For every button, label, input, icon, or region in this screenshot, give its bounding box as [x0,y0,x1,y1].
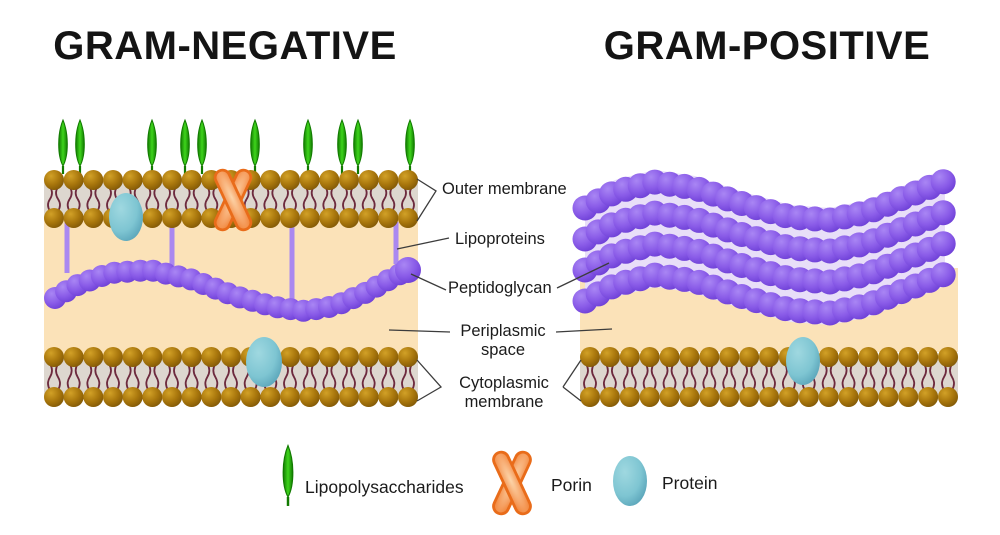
cytoplasmic-membrane-label-line2: membrane [465,393,544,411]
leader-cytoplasmic-right-bottom [563,387,581,401]
gram-positive-diagram [573,169,959,407]
legend-item-porin: Porin [491,450,592,517]
protein-icon [613,456,647,506]
gram-negative-diagram [44,120,421,407]
lipopolysaccharides-gn [59,120,415,174]
leader-cytoplasmic-left [417,360,441,401]
legend-label-porin: Porin [551,475,592,495]
periplasmic-space-label-line1: Periplasmic [460,322,545,340]
legend: Lipopolysaccharides Porin Protein [283,445,717,516]
gram-negative-title: GRAM-NEGATIVE [25,24,425,69]
lipoproteins-label: Lipoproteins [455,230,545,248]
legend-label-protein: Protein [662,473,717,493]
legend-label-lipopolysaccharides: Lipopolysaccharides [305,477,464,497]
protein-gn-cytoplasmic [246,337,282,387]
periplasmic-space-label-line2: space [481,341,525,359]
legend-item-lipopolysaccharides: Lipopolysaccharides [283,445,464,505]
cytoplasmic-membrane-gn [44,347,418,407]
porin-icon [491,450,533,517]
leader-cytoplasmic-right-top [563,360,581,387]
gram-positive-title: GRAM-POSITIVE [567,24,967,69]
cytoplasmic-membrane-gp [580,347,958,407]
outer-membrane-label: Outer membrane [442,180,567,198]
structure-labels: Outer membrane Lipoproteins Peptidoglyca… [442,180,567,411]
protein-gp-cytoplasmic [786,337,820,385]
cytoplasmic-membrane-label-line1: Cytoplasmic [459,374,549,392]
legend-item-protein: Protein [613,456,717,506]
protein-gn-outer [109,193,143,241]
peptidoglycan-label: Peptidoglycan [448,279,552,297]
leader-outer-membrane [417,179,436,221]
lipopolysaccharide-icon [283,445,293,505]
